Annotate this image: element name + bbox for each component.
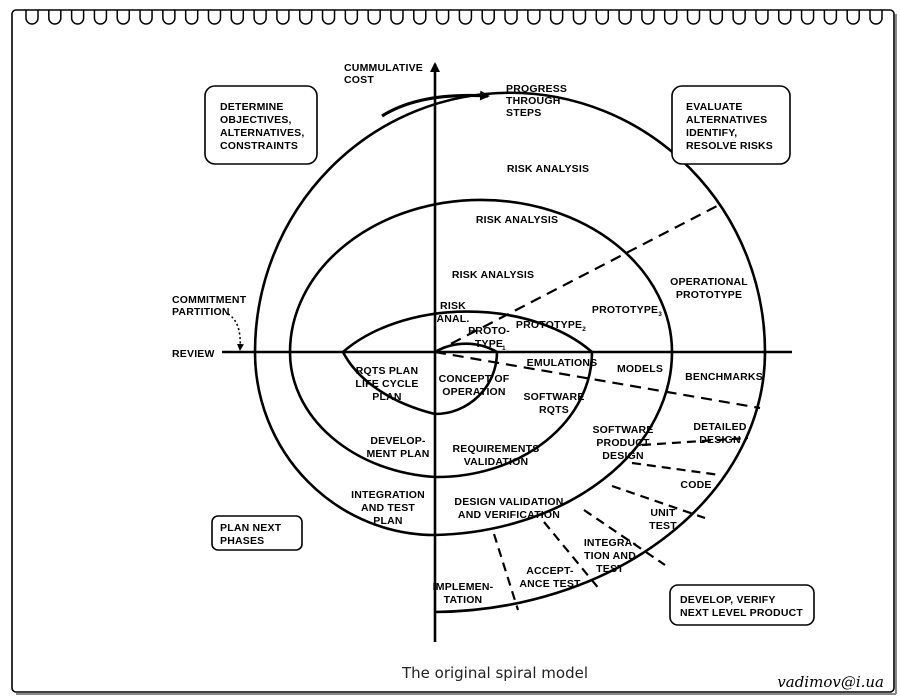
quadrant-box-top-left [204,85,318,165]
binding-ring [504,10,518,25]
binding-ring [869,10,883,25]
code-dashed-line-6 [492,533,520,611]
binding-ring [116,10,130,25]
spiral-curve [253,91,767,614]
development-plan: DEVELOP-MENT PLAN [366,435,429,460]
binding-ring [458,10,473,25]
binding-ring [641,10,655,25]
binding-ring [367,10,381,25]
prototype-1-subscript: 1 [502,345,506,352]
binding-ring [93,10,108,25]
code-dashed-line-4 [583,509,666,566]
acceptance-test: ACCEPT-ANCE TEST [519,565,581,590]
binding-ring [800,10,815,25]
binding-ring [572,10,587,25]
quadrant-box-bottom-right [669,584,815,626]
binding-ring [595,10,610,25]
quadrant-box-bottom-left [211,515,303,551]
band-benchmarks: BENCHMARKS [685,371,763,383]
risk-analysis-middle: RISK ANALYSIS [476,214,558,226]
binding-ring [230,10,245,25]
binding-ring [778,10,792,25]
binding-ring [162,10,176,25]
binding-ring [618,10,632,25]
binding-ring [732,10,746,25]
binding-ring [413,10,427,25]
binding-ring [390,10,404,25]
binding-ring [549,10,564,25]
spiral-binding-rings [25,10,883,25]
risk-analysis-outer: RISK ANALYSIS [507,163,589,175]
binding-ring [25,10,39,25]
risk-analysis-inner: RISK ANALYSIS [452,269,534,281]
binding-ring [846,10,860,25]
prototype-2: PROTOTYPE2 [516,319,586,333]
progress-arrow [381,90,490,118]
band-emulations: EMULATIONS [527,357,598,369]
binding-ring [184,10,199,25]
binding-ring [139,10,153,25]
binding-ring [48,10,62,25]
diagram-caption: The original spiral model [401,664,588,682]
binding-ring [709,10,724,25]
code-dashed-line-1 [641,436,749,447]
binding-ring [663,10,678,25]
binding-ring [527,10,541,25]
code: CODE [680,479,711,491]
requirements-dashed-line [434,350,761,410]
axis-label-review: REVIEW [172,348,215,360]
binding-ring [298,10,313,25]
binding-ring [686,10,701,25]
prototype-3: PROTOTYPE3 [592,304,662,318]
binding-ring [321,10,336,25]
binding-ring [435,10,450,25]
binding-ring [481,10,495,25]
prototype-1: PROTO-TYPE [468,325,510,350]
binding-ring [755,10,769,25]
binding-ring [344,10,359,25]
binding-ring [253,10,267,25]
binding-ring [276,10,290,25]
binding-ring [823,10,838,25]
code-dashed-line-3 [611,484,706,520]
implementation: IMPLEMEN-TATION [433,581,494,606]
author-credit: vadimov@i.ua [777,673,884,691]
band-models: MODELS [617,363,663,375]
binding-ring [207,10,222,25]
binding-ring [70,10,85,25]
quadrant-box-top-right [671,85,791,165]
